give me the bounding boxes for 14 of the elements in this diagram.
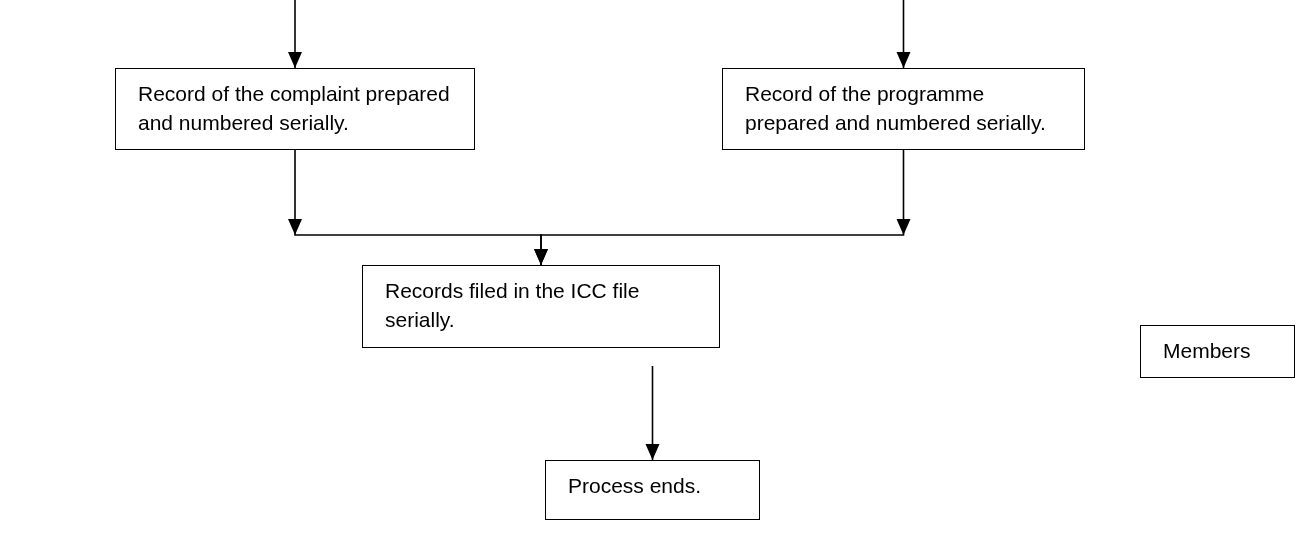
box-text: Record of the programme prepared and numbered serially. [745,81,1047,136]
box-text: Record of the complaint prepared and numbered serially. [138,81,451,136]
box-text: Process ends. [568,473,703,499]
box-text: Records filed in the ICC file serially. [385,278,641,333]
arrow [645,365,660,461]
process-box [115,68,475,150]
arrow [896,0,911,69]
process-box [1140,325,1295,378]
arrow [534,149,911,266]
process-box [545,460,760,520]
arrow [288,0,302,69]
process-box [722,68,1085,150]
box-text: Members [1163,338,1252,364]
process-box [362,265,720,348]
